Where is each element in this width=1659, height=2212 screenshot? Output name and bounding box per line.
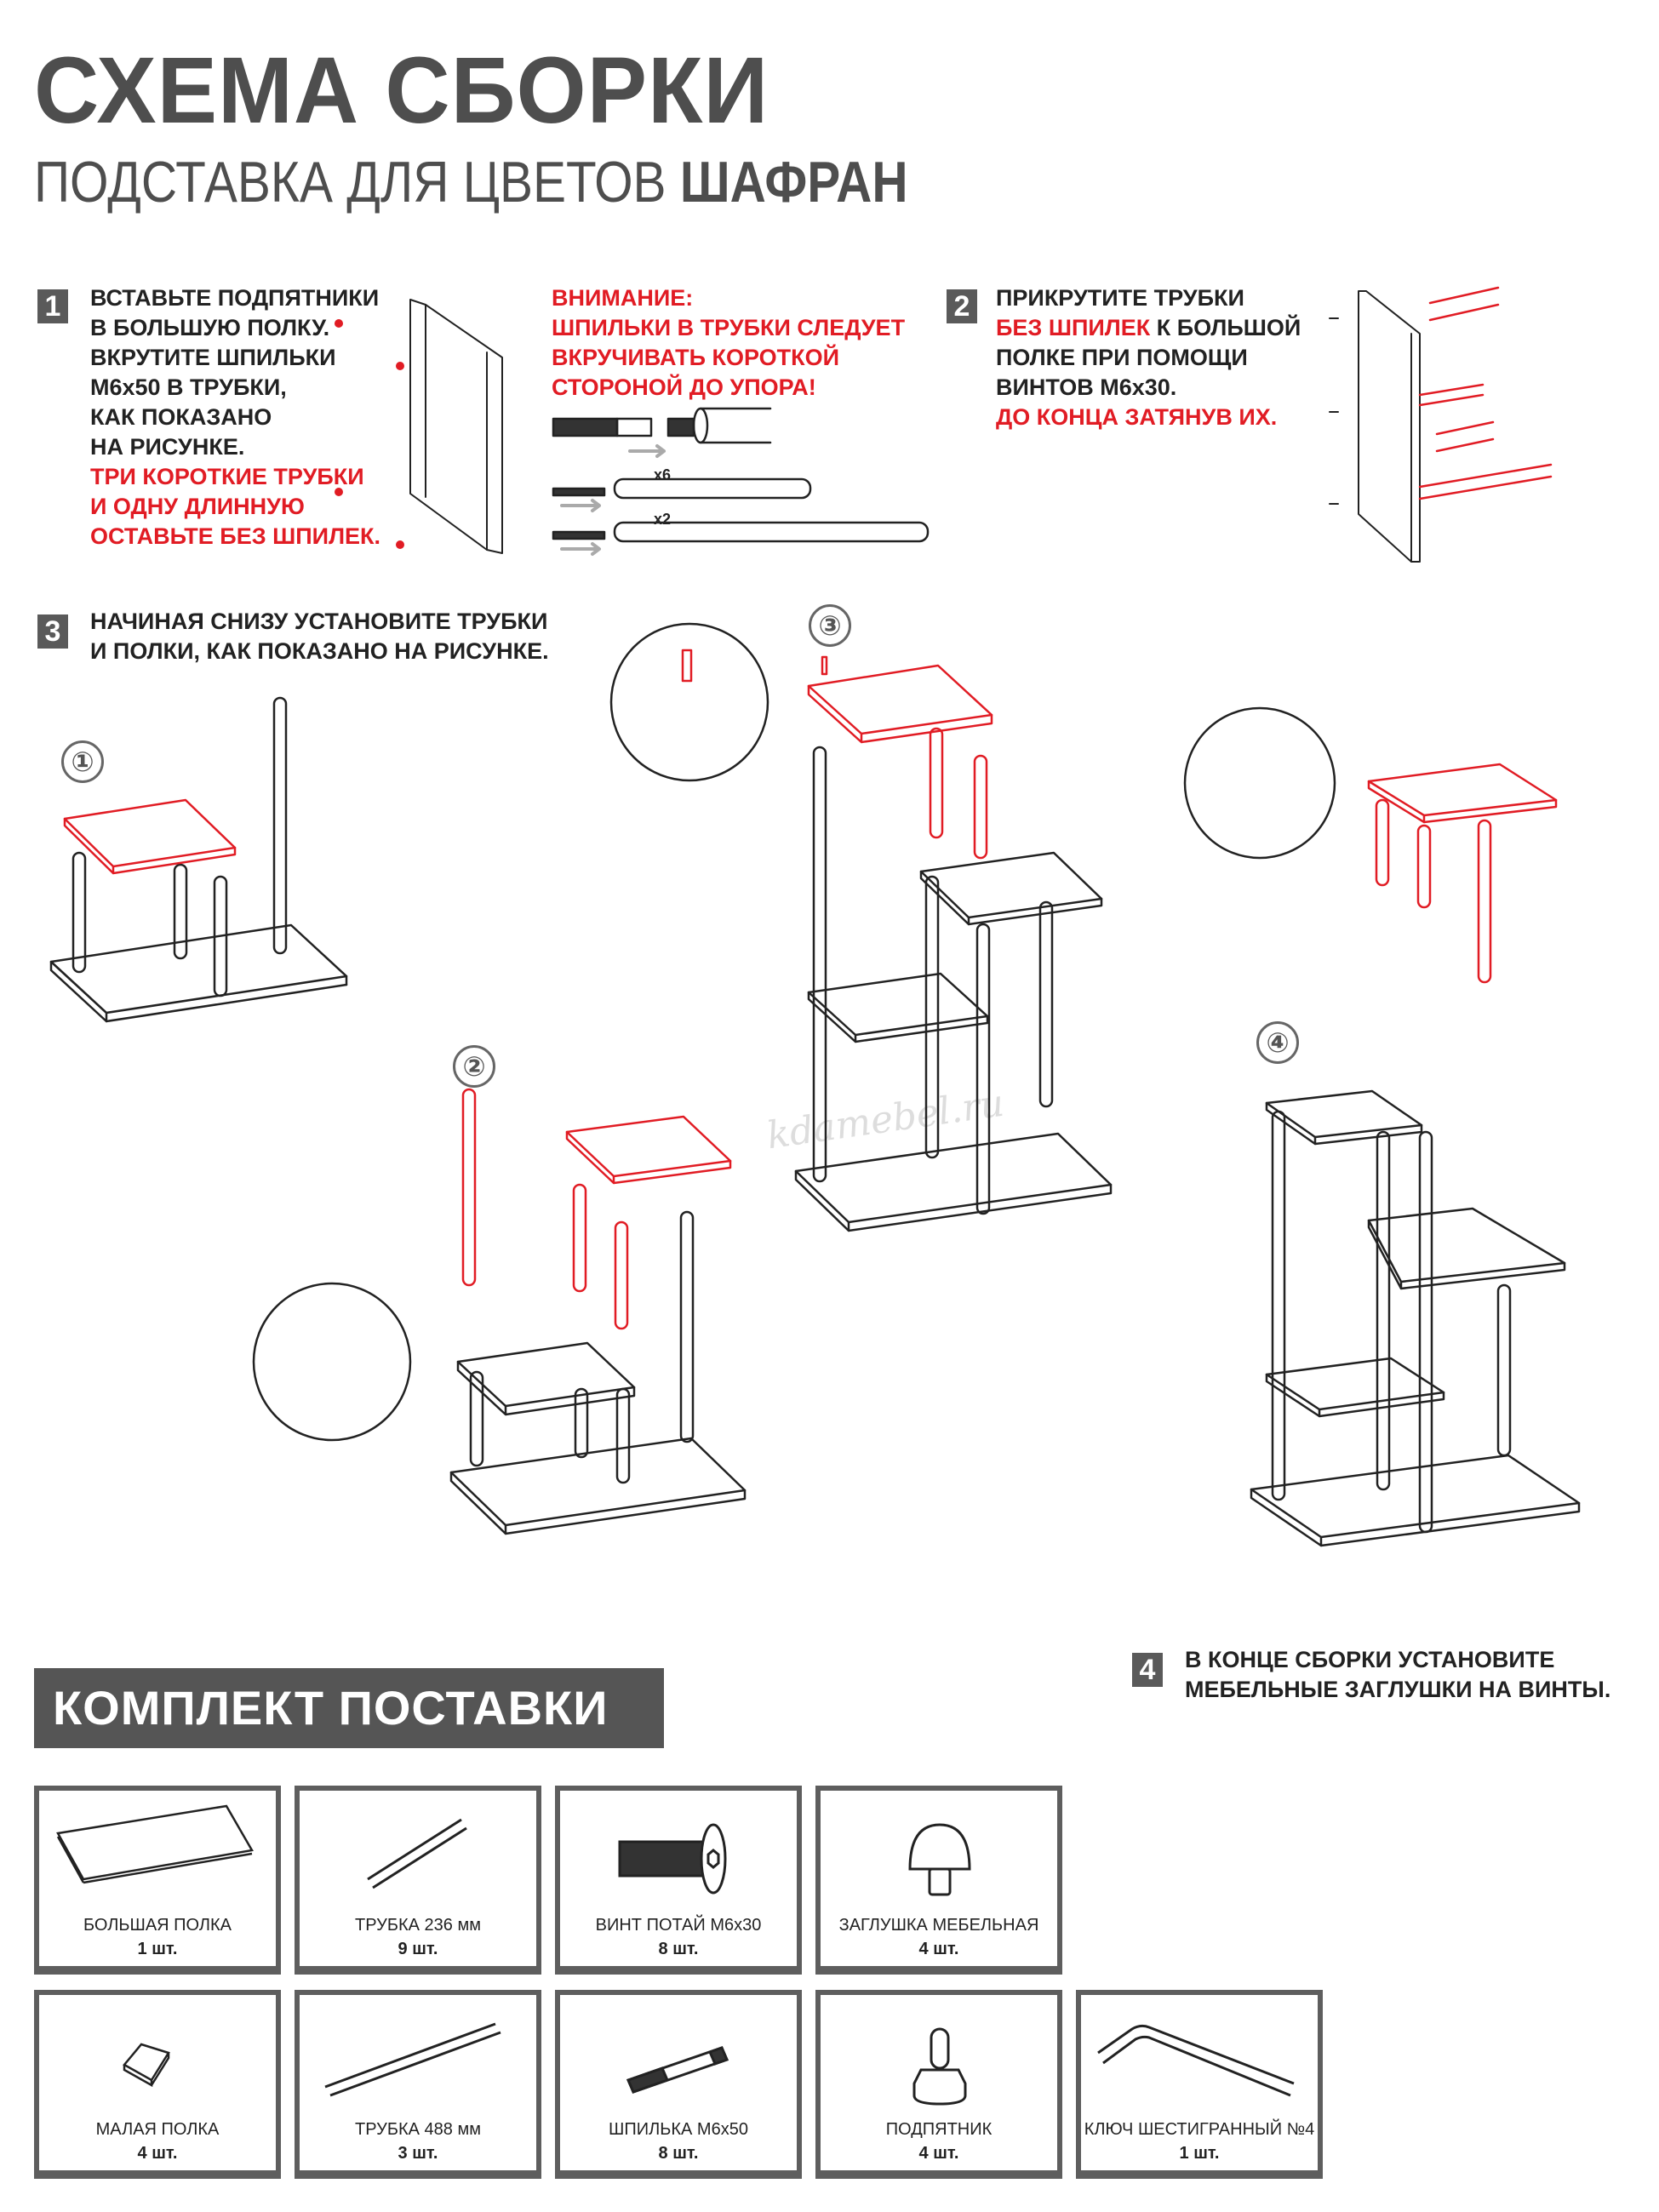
foot-pad-markers [335, 319, 404, 549]
sub-step-4-red-parts [1367, 763, 1558, 984]
step-2-line: ВИНТОВ М6х30. [996, 374, 1177, 400]
warning-line: ШПИЛЬКИ В ТРУБКИ СЛЕДУЕТ [552, 315, 906, 340]
warning-heading: ВНИМАНИЕ: [552, 285, 694, 311]
step-2-warning-line: ДО КОНЦА ЗАТЯНУВ ИХ. [996, 404, 1278, 430]
step-1-line: ВКРУТИТЕ ШПИЛЬКИ [90, 345, 336, 370]
step-4-text: В КОНЦЕ СБОРКИ УСТАНОВИТЕ МЕБЕЛЬНЫЕ ЗАГЛ… [1185, 1645, 1610, 1705]
sub-step-2-red-parts [461, 1088, 732, 1330]
countersunk-screw-icon [618, 1823, 727, 1895]
kit-item-short-tube: ТРУБКА 236 мм 9 шт. [295, 1786, 541, 1975]
step-3-badge: 3 [37, 614, 68, 649]
step-1-warning-line: ТРИ КОРОТКИЕ ТРУБКИ [90, 464, 364, 489]
sub-step-3-illustration [609, 622, 1113, 1232]
small-shelf-icon [123, 2043, 170, 2088]
kit-item-cap: ЗАГЛУШКА МЕБЕЛЬНАЯ 4 шт. [815, 1786, 1062, 1975]
kit-item-small-shelf: МАЛАЯ ПОЛКА 4 шт. [34, 1990, 281, 2179]
kit-item-qty: 9 шт. [398, 1940, 438, 1958]
kit-item-qty: 3 шт. [398, 2144, 438, 2163]
step-4-line: МЕБЕЛЬНЫЕ ЗАГЛУШКИ НА ВИНТЫ. [1185, 1677, 1611, 1702]
warning-line: ВКРУЧИВАТЬ КОРОТКОЙ [552, 345, 840, 370]
step-1-large-shelf-illustration [409, 299, 503, 554]
step-3-line: НАЧИНАЯ СНИЗУ УСТАНОВИТЕ ТРУБКИ [90, 609, 548, 634]
step-2-line-rest: К БОЛЬШОЙ [1150, 315, 1301, 340]
step-1-badge: 1 [37, 289, 68, 323]
step-2-badge: 2 [947, 289, 977, 323]
sub-step-2-illustration [252, 1210, 747, 1535]
kit-item-qty: 4 шт. [137, 2144, 178, 2163]
kit-item-name: ТРУБКА 236 мм [355, 1916, 481, 1935]
step-2-line: БЕЗ ШПИЛЕК К БОЛЬШОЙ [996, 313, 1301, 343]
kit-item-name: КЛЮЧ ШЕСТИГРАННЫЙ №4 [1084, 2120, 1315, 2139]
kit-item-foot-pad: ПОДПЯТНИК 4 шт. [815, 1990, 1062, 2179]
kit-item-name: ТРУБКА 488 мм [355, 2120, 481, 2139]
step-2-red-tubes [1418, 286, 1553, 500]
step-1-warning-line: И ОДНУ ДЛИННУЮ [90, 494, 305, 519]
kit-item-screw: ВИНТ ПОТАЙ М6х30 8 шт. [555, 1786, 802, 1975]
long-tube-icon [324, 2022, 501, 2097]
step-1-line: НА РИСУНКЕ. [90, 434, 245, 460]
kit-item-name: МАЛАЯ ПОЛКА [95, 2120, 220, 2139]
kit-item-qty: 1 шт. [137, 1940, 178, 1958]
step-2-illustration [1329, 290, 1421, 563]
step-3-line: И ПОЛКИ, КАК ПОКАЗАНО НА РИСУНКЕ. [90, 638, 549, 664]
kit-item-large-shelf: БОЛЬШАЯ ПОЛКА 1 шт. [34, 1786, 281, 1975]
page-subtitle: ПОДСТАВКА ДЛЯ ЦВЕТОВ ШАФРАН [34, 153, 908, 211]
step-1-line: В БОЛЬШУЮ ПОЛКУ. [90, 315, 330, 340]
hex-key-icon [1097, 2024, 1295, 2097]
stud-into-tube-illustration [552, 407, 930, 543]
sub-step-4-illustration [1183, 706, 1581, 1547]
step-3-text: НАЧИНАЯ СНИЗУ УСТАНОВИТЕ ТРУБКИ И ПОЛКИ,… [90, 607, 549, 666]
kit-item-name: ПОДПЯТНИК [885, 2120, 993, 2139]
step-1-line: КАК ПОКАЗАНО [90, 404, 272, 430]
step-1-warning-line: ОСТАВЬТЕ БЕЗ ШПИЛЕК. [90, 523, 381, 549]
sub-step-3-marker: ③ [809, 604, 851, 647]
kit-item-stud: ШПИЛЬКА М6х50 8 шт. [555, 1990, 802, 2179]
kit-section-title: КОМПЛЕКТ ПОСТАВКИ [34, 1668, 664, 1748]
furniture-cap-icon [908, 1823, 971, 1896]
step-4-line: В КОНЦЕ СБОРКИ УСТАНОВИТЕ [1185, 1647, 1555, 1672]
sub-step-2-marker: ② [453, 1045, 495, 1088]
step-2-line: ПОЛКЕ ПРИ ПОМОЩИ [996, 345, 1248, 370]
kit-item-qty: 4 шт. [918, 1940, 959, 1958]
threaded-stud-icon [626, 2046, 729, 2094]
kit-item-name: ВИНТ ПОТАЙ М6х30 [595, 1916, 762, 1935]
sub-step-3-red-parts [681, 649, 993, 860]
kit-item-hex-key: КЛЮЧ ШЕСТИГРАННЫЙ №4 1 шт. [1076, 1990, 1323, 2179]
large-shelf-icon [56, 1804, 254, 1884]
step-1-line: ВСТАВЬТЕ ПОДПЯТНИКИ [90, 285, 380, 311]
kit-item-name: ШПИЛЬКА М6х50 [609, 2120, 748, 2139]
warning-text: ВНИМАНИЕ: ШПИЛЬКИ В ТРУБКИ СЛЕДУЕТ ВКРУЧ… [552, 283, 905, 403]
step-2-emphasis: БЕЗ ШПИЛЕК [996, 315, 1151, 340]
kit-item-qty: 8 шт. [658, 2144, 699, 2163]
step-1-line: М6х50 В ТРУБКИ, [90, 374, 287, 400]
kit-item-long-tube: ТРУБКА 488 мм 3 шт. [295, 1990, 541, 2179]
step-2-text: ПРИКРУТИТЕ ТРУБКИ БЕЗ ШПИЛЕК К БОЛЬШОЙ П… [996, 283, 1301, 432]
warning-line: СТОРОНОЙ ДО УПОРА! [552, 374, 816, 400]
sub-step-4-marker: ④ [1256, 1021, 1299, 1064]
subtitle-text: ПОДСТАВКА ДЛЯ ЦВЕТОВ [34, 150, 680, 214]
step-4-badge: 4 [1132, 1653, 1163, 1687]
assembly-diagrams [49, 286, 1581, 1547]
kit-item-qty: 4 шт. [918, 2144, 959, 2163]
page-title: СХЕМА СБОРКИ [34, 38, 769, 143]
step-2-line: ПРИКРУТИТЕ ТРУБКИ [996, 285, 1244, 311]
product-name: ШАФРАН [679, 150, 908, 214]
short-tube-icon [367, 1818, 467, 1889]
kit-item-name: ЗАГЛУШКА МЕБЕЛЬНАЯ [838, 1916, 1039, 1935]
sub-step-1-illustration [49, 696, 348, 1023]
kit-item-name: БОЛЬШАЯ ПОЛКА [83, 1916, 232, 1935]
insert-direction-arrows [560, 444, 666, 556]
foot-pad-icon [912, 2027, 967, 2106]
sub-step-1-marker: ① [61, 740, 104, 783]
kit-item-qty: 1 шт. [1179, 2144, 1220, 2163]
kit-item-qty: 8 шт. [658, 1940, 699, 1958]
sub-step-1-red-shelf [63, 798, 237, 875]
step-1-text: ВСТАВЬТЕ ПОДПЯТНИКИ В БОЛЬШУЮ ПОЛКУ. ВКР… [90, 283, 380, 552]
